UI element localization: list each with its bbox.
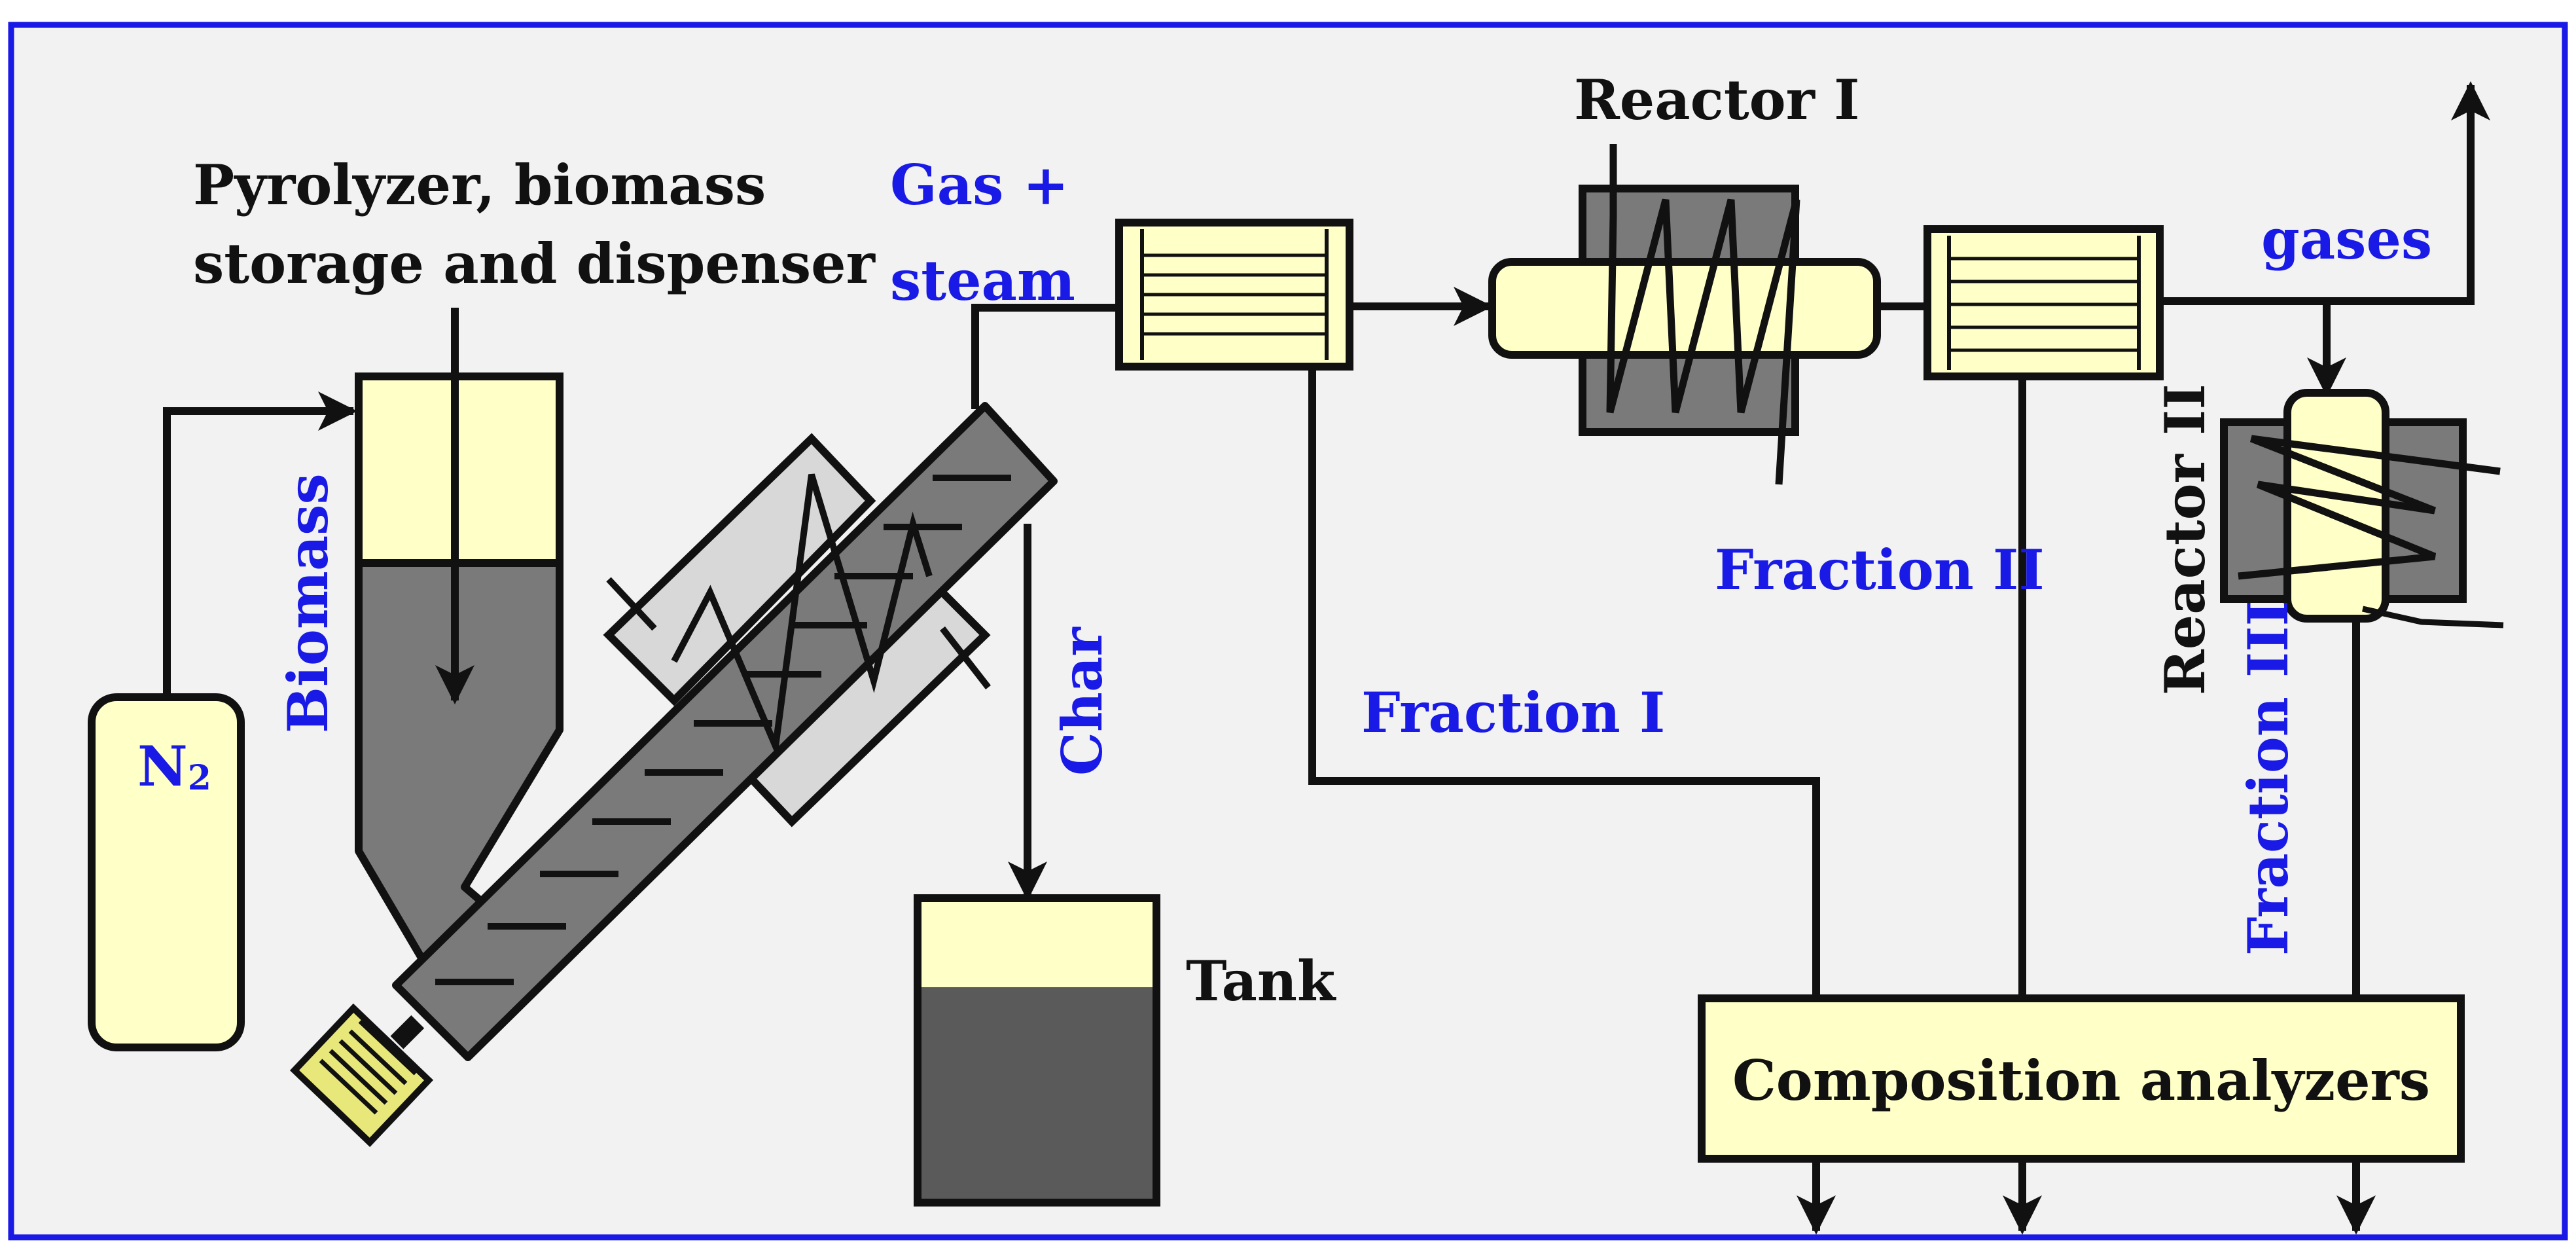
reactor-1-label: Reactor I: [1574, 67, 1859, 132]
pyrolyzer-label-line-1: Pyrolyzer, biomass: [193, 153, 766, 217]
gas-steam-label-line-2: steam: [890, 248, 1075, 313]
fraction-2-label: Fraction II: [1715, 537, 2045, 602]
n2-label: N2: [137, 734, 211, 799]
reactor-2: [2220, 389, 2504, 628]
char-tank: [914, 894, 1160, 1207]
reactor-1: [1488, 144, 1881, 485]
gas-steam-label-line-1: Gas +: [890, 153, 1069, 217]
n2-main: N: [137, 734, 188, 799]
analyzers-label: Composition analyzers: [1732, 1048, 2430, 1113]
fraction-1-label: Fraction I: [1361, 680, 1665, 745]
reactor-2-label: Reactor II: [2153, 384, 2217, 695]
motor: [289, 1003, 434, 1148]
composition-analyzers: [1698, 994, 2465, 1163]
n2-subscript: 2: [188, 758, 211, 798]
n2-supply-line: [163, 391, 357, 697]
biomass-hopper: [355, 372, 564, 966]
condenser-2: [1923, 225, 2164, 380]
gases-label: gases: [2261, 207, 2432, 272]
condenser-1: [1115, 219, 1353, 371]
gas-steam-line: [971, 304, 1119, 409]
fraction-3-label: Fraction III: [2236, 600, 2300, 956]
tank-label: Tank: [1186, 949, 1336, 1013]
gases-outlet-line: [2160, 81, 2490, 305]
pyrolyzer-label-line-2: storage and dispenser: [193, 231, 876, 296]
screw-pyrolyzer: [390, 402, 1058, 1061]
biomass-label: Biomass: [276, 473, 340, 733]
fraction-1-line: [1308, 367, 1820, 998]
char-label: Char: [1050, 626, 1115, 776]
